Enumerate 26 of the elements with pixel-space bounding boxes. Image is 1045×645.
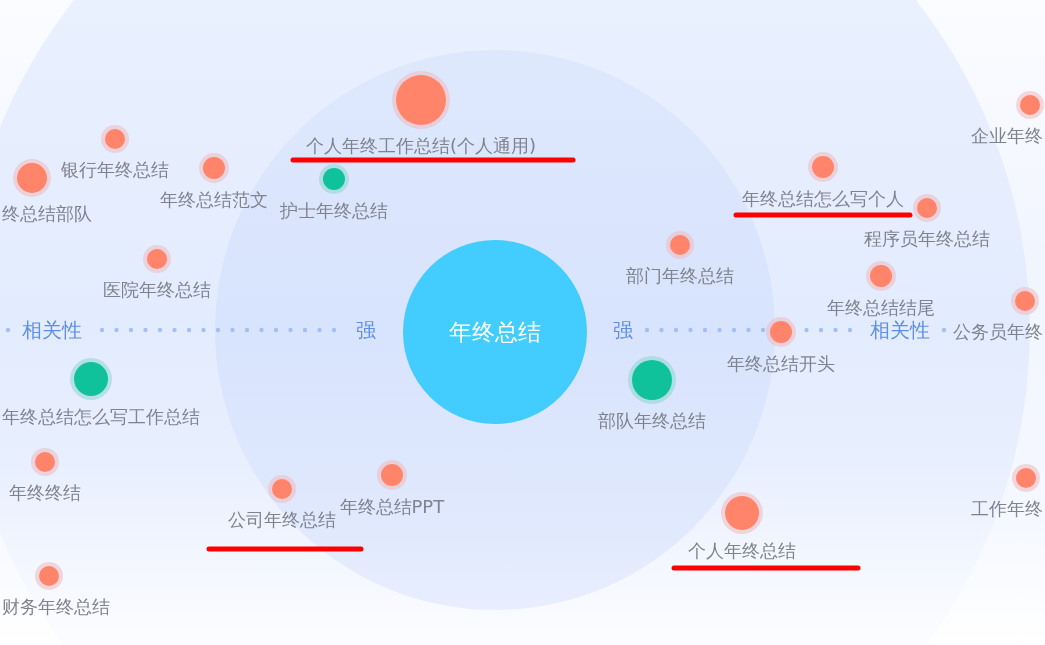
keyword-label: 年终总结开头 <box>727 354 835 374</box>
axis-end-label: 强 <box>613 319 633 341</box>
center-keyword-label: 年终总结 <box>449 318 541 346</box>
keyword-label: 终总结部队 <box>2 204 92 224</box>
keyword-label: 部门年终总结 <box>626 266 734 286</box>
keyword-label: 工作年终 <box>971 499 1043 519</box>
keyword-label: 年终总结PPT <box>339 497 445 517</box>
keyword-label: 公司年终总结 <box>228 510 336 530</box>
keyword-label: 公务员年终 <box>953 322 1043 342</box>
axis-title: 相关性 <box>870 319 930 341</box>
axis-end-label: 强 <box>356 319 376 341</box>
keyword-label: 个人年终总结 <box>688 541 796 561</box>
keyword-label: 部队年终总结 <box>598 411 706 431</box>
keyword-label: 年终总结怎么写工作总结 <box>2 407 200 427</box>
keyword-label: 医院年终总结 <box>103 280 211 300</box>
keyword-label: 银行年终总结 <box>61 160 169 180</box>
keyword-label: 财务年终总结 <box>2 597 110 617</box>
keyword-label: 年终总结范文 <box>160 190 268 210</box>
keyword-label: 个人年终工作总结(个人通用) <box>306 136 537 156</box>
keyword-label: 年终总结结尾 <box>827 298 935 318</box>
axis-title: 相关性 <box>22 319 82 341</box>
keyword-label: 企业年终 <box>971 126 1043 146</box>
keyword-label: 年终终结 <box>9 483 81 503</box>
keyword-label: 程序员年终总结 <box>864 229 990 249</box>
keyword-label: 护士年终总结 <box>280 201 388 221</box>
keyword-label: 年终总结怎么写个人 <box>742 189 904 209</box>
